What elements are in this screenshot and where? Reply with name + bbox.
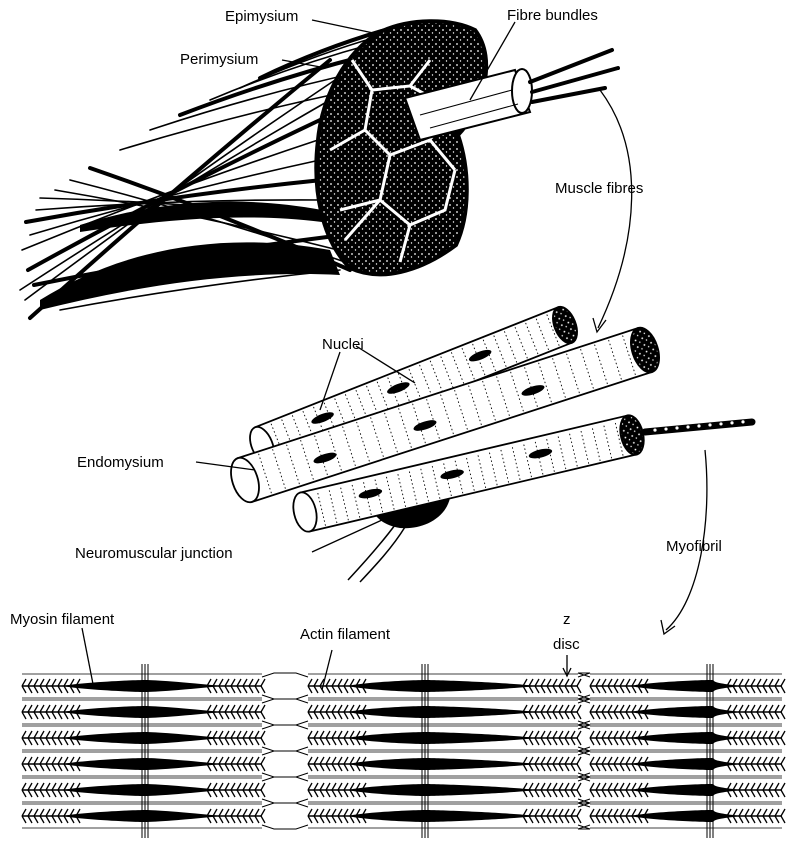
muscle-cross-section (20, 21, 618, 318)
actin-filament (262, 721, 308, 725)
label-neuromuscular-junction: Neuromuscular junction (75, 545, 233, 562)
actin-filament (578, 773, 590, 777)
actin-filament (262, 673, 308, 677)
label-actin-filament: Actin filament (300, 626, 391, 643)
myosin-head (781, 705, 785, 719)
actin-filament (578, 777, 590, 781)
label-myosin-filament: Myosin filament (10, 611, 115, 628)
myosin-head (577, 809, 581, 823)
myofibril-dot (664, 427, 667, 430)
label-epimysium: Epimysium (225, 8, 298, 25)
label-myofibril: Myofibril (666, 538, 722, 555)
actin-filament (578, 699, 590, 703)
myosin-head (781, 679, 785, 693)
myosin-head (781, 809, 785, 823)
actin-filament (578, 721, 590, 725)
myosin-head (577, 757, 581, 771)
actin-filament (262, 799, 308, 803)
actin-filament (578, 751, 590, 755)
actin-filament (578, 803, 590, 807)
actin-filament (262, 777, 308, 781)
myofibril-dot (719, 422, 722, 425)
myofibril-dot (675, 426, 678, 429)
actin-filament (578, 799, 590, 803)
muscle-fibre-strand (530, 50, 612, 82)
myosin-head (261, 809, 265, 823)
label-endomysium: Endomysium (77, 454, 164, 471)
label-nuclei: Nuclei (322, 336, 364, 353)
label-fibre-bundles: Fibre bundles (507, 7, 598, 24)
actin-filament (262, 747, 308, 751)
fibre-bundle-end (512, 69, 532, 113)
myosin-head (781, 731, 785, 745)
leader-epimysium (312, 20, 378, 34)
myosin-head (261, 783, 265, 797)
myosin-head (577, 705, 581, 719)
myofibril-dot (730, 421, 733, 424)
myosin-head (577, 679, 581, 693)
muscle-body-shadow (40, 242, 340, 310)
myofibril-dot (686, 425, 689, 428)
arrow-curve-muscle-fibres (598, 90, 632, 328)
actin-filament (262, 751, 308, 755)
myofibril-filament-diagram (22, 664, 785, 838)
label-muscle-fibres: Muscle fibres (555, 180, 643, 197)
myofibril-dot (708, 423, 711, 426)
actin-filament (262, 725, 308, 729)
myofibril-dot (697, 424, 700, 427)
actin-filament (578, 825, 590, 829)
actin-filament (262, 699, 308, 703)
actin-filament (578, 747, 590, 751)
label-perimysium: Perimysium (180, 51, 258, 68)
myosin-head (577, 731, 581, 745)
actin-filament (578, 695, 590, 699)
actin-filament (578, 673, 590, 677)
myosin-head (261, 705, 265, 719)
actin-filament (262, 825, 308, 829)
nerve-fibre (360, 527, 405, 582)
actin-filament (578, 725, 590, 729)
actin-filament (262, 773, 308, 777)
leader-myosin-filament (82, 628, 93, 684)
myosin-head (261, 731, 265, 745)
myofibril-dot (741, 420, 744, 423)
myofibril-dot (653, 428, 656, 431)
myosin-head (781, 783, 785, 797)
myosin-head (781, 757, 785, 771)
label-z-disc-line2: disc (553, 636, 580, 653)
myosin-head (261, 757, 265, 771)
actin-filament (262, 803, 308, 807)
nerve-fibre (348, 525, 395, 580)
actin-filament (262, 695, 308, 699)
muscle-cross-section-face (316, 21, 486, 274)
myosin-head (577, 783, 581, 797)
label-z-disc-line1: z (563, 611, 571, 628)
myosin-head (261, 679, 265, 693)
